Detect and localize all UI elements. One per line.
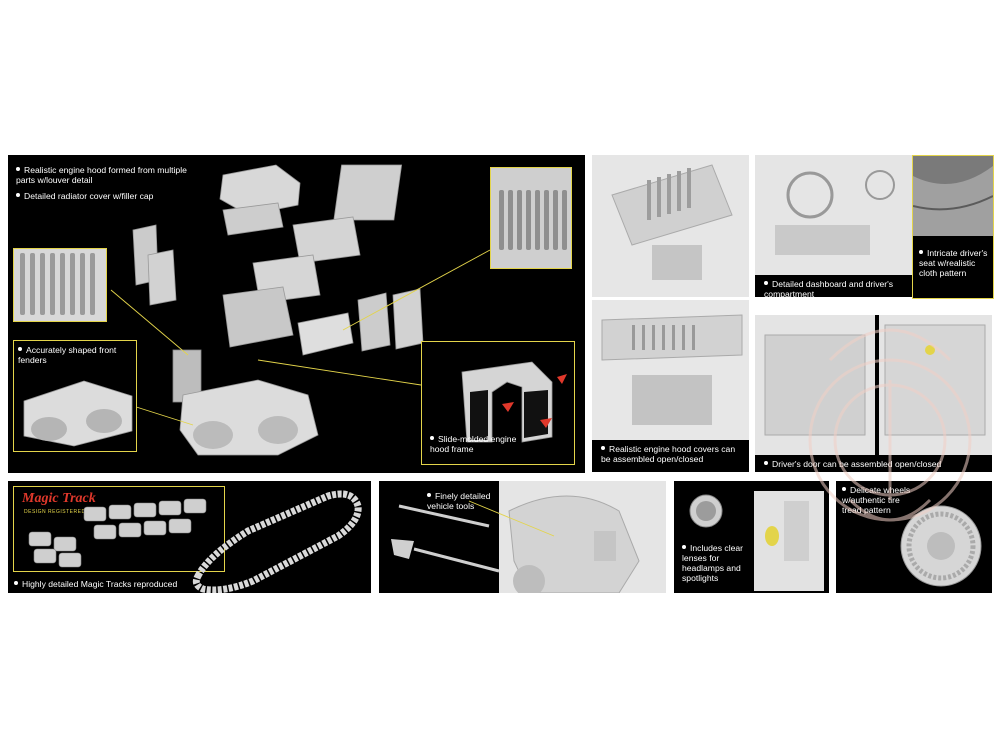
hood-frame-graphic — [461, 361, 567, 443]
bullet-icon — [682, 545, 686, 549]
dashboard-graphic — [755, 155, 912, 275]
bullet-icon — [764, 461, 768, 465]
tools-graphic — [391, 481, 666, 593]
caption-engine-hood: Realistic engine hood formed from multip… — [16, 165, 196, 185]
logo-word-track: Track — [62, 491, 96, 506]
panel-door: Driver's door can be assembled open/clos… — [755, 315, 992, 472]
caption-tracks: Highly detailed Magic Tracks reproduced — [14, 579, 234, 589]
caption-radiator-text: Detailed radiator cover w/filler cap — [24, 191, 154, 201]
track-links-graphic — [28, 498, 207, 568]
caption-hood-open-text: Realistic engine hood covers can be asse… — [601, 444, 736, 464]
bullet-icon — [427, 493, 431, 497]
caption-hood-frame: Slide-molded engine hood frame — [430, 434, 530, 454]
grille-louver-graphic — [20, 253, 95, 315]
inset-track-links: Magic Track DESIGN REGISTERED — [13, 486, 225, 572]
caption-door-text: Driver's door can be assembled open/clos… — [772, 459, 942, 469]
track-loop-graphic — [192, 490, 362, 593]
bullet-icon — [842, 487, 846, 491]
fender-graphic — [23, 380, 133, 447]
seat-cloth-graphic — [913, 156, 993, 236]
caption-radiator: Detailed radiator cover w/filler cap — [16, 191, 216, 201]
panel-lamps: Includes clear lenses for headlamps and … — [674, 481, 829, 593]
caption-hood-frame-text: Slide-molded engine hood frame — [430, 434, 517, 454]
door-graphic — [755, 315, 992, 455]
panel-main-parts: Realistic engine hood formed from multip… — [8, 155, 585, 473]
inset-front-fenders: Accurately shaped front fenders — [13, 340, 137, 452]
caption-engine-hood-text: Realistic engine hood formed from multip… — [16, 165, 187, 185]
caption-seat-text: Intricate driver's seat w/realistic clot… — [919, 248, 988, 278]
caption-fenders: Accurately shaped front fenders — [18, 345, 118, 365]
inset-hood-frame: Slide-molded engine hood frame — [421, 341, 575, 465]
bullet-icon — [430, 436, 434, 440]
caption-dashboard-text: Detailed dashboard and driver's compartm… — [764, 279, 894, 297]
caption-door: Driver's door can be assembled open/clos… — [760, 457, 988, 471]
inset-hood-louvers — [490, 167, 572, 269]
bullet-icon — [16, 167, 20, 171]
panel-seat: Intricate driver's seat w/realistic clot… — [912, 155, 994, 299]
panel-dashboard: Detailed dashboard and driver's compartm… — [755, 155, 912, 297]
logo-subtitle: DESIGN REGISTERED — [24, 509, 86, 515]
hood-open-graphic — [592, 300, 749, 440]
panel-tools: Finely detailed vehicle tools — [379, 481, 666, 593]
panel-tracks: Magic Track DESIGN REGISTERED Highly det… — [8, 481, 371, 593]
engine-bay-graphic — [592, 155, 749, 297]
wheel-graphic — [900, 505, 982, 587]
caption-tools: Finely detailed vehicle tools — [427, 491, 507, 511]
caption-wheels-text: Delicate wheels w/authentic tire tread p… — [842, 485, 911, 515]
caption-hood-open: Realistic engine hood covers can be asse… — [597, 442, 745, 466]
caption-lamps: Includes clear lenses for headlamps and … — [682, 543, 762, 583]
caption-lamps-text: Includes clear lenses for headlamps and … — [682, 543, 744, 583]
caption-fenders-text: Accurately shaped front fenders — [18, 345, 117, 365]
panel-wheels: Delicate wheels w/authentic tire tread p… — [836, 481, 992, 593]
caption-wheels: Delicate wheels w/authentic tire tread p… — [842, 485, 917, 515]
bullet-icon — [14, 581, 18, 585]
bullet-icon — [16, 193, 20, 197]
photo-hood-louvers — [592, 155, 749, 297]
hood-louver-graphic — [499, 190, 567, 250]
logo-word-magic: Magic — [22, 491, 59, 506]
exploded-parts-illustration — [110, 164, 491, 456]
caption-dashboard: Detailed dashboard and driver's compartm… — [760, 277, 908, 297]
caption-tracks-text: Highly detailed Magic Tracks reproduced — [22, 579, 178, 589]
magic-track-logo: Magic Track — [22, 491, 96, 507]
bullet-icon — [601, 446, 605, 450]
panel-hood-open: Realistic engine hood covers can be asse… — [592, 300, 749, 472]
bullet-icon — [764, 281, 768, 285]
inset-radiator-grille — [13, 248, 107, 322]
bullet-icon — [18, 347, 22, 351]
caption-seat: Intricate driver's seat w/realistic clot… — [919, 248, 991, 278]
caption-tools-text: Finely detailed vehicle tools — [427, 491, 491, 511]
bullet-icon — [919, 250, 923, 254]
